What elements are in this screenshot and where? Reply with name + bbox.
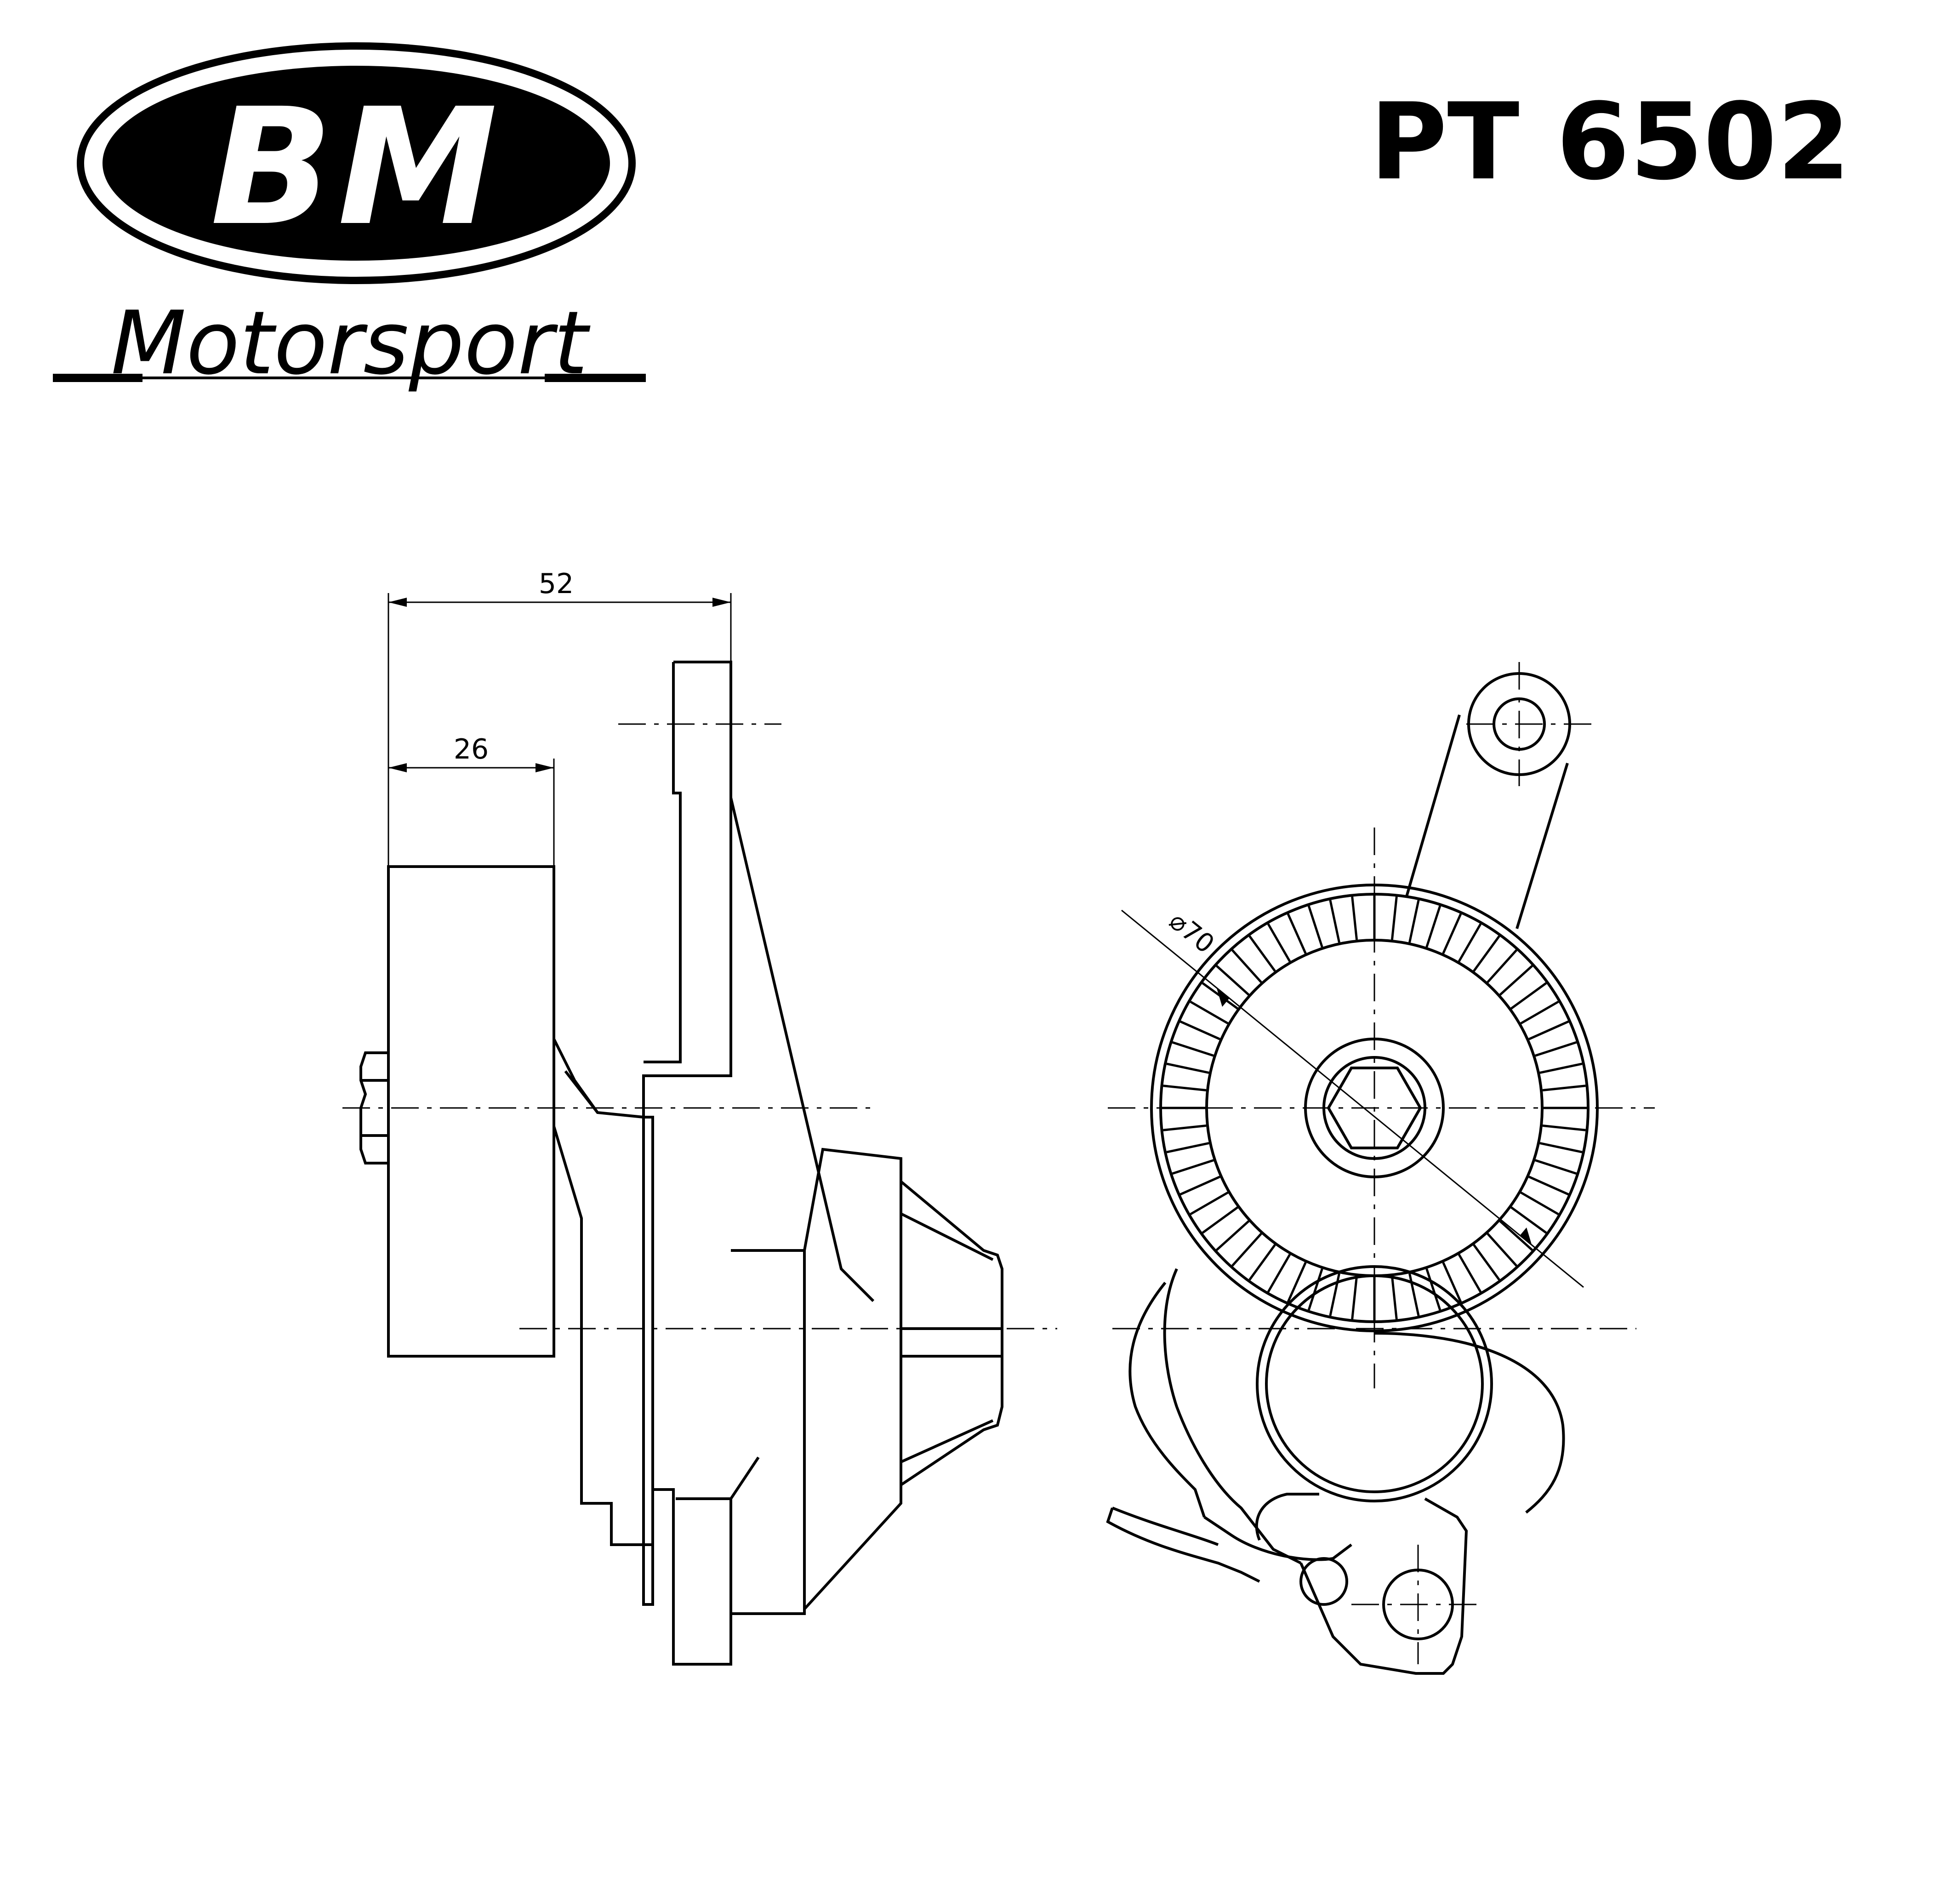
pulley-rib [1215, 1220, 1250, 1251]
pulley-rib [1539, 1062, 1583, 1074]
pulley-rib [1442, 1262, 1462, 1303]
pulley-rib [1487, 1233, 1517, 1267]
pulley-rib [1172, 1159, 1214, 1175]
pulley-rib [1542, 1085, 1586, 1092]
pulley-rib [1458, 1254, 1482, 1293]
pulley-rib [1163, 1124, 1207, 1131]
pulley-rib [1425, 905, 1442, 948]
pulley-rib [1520, 1191, 1559, 1216]
bm-motorsport-logo: BM Motorsport [53, 42, 646, 394]
pulley-rib [1267, 1254, 1291, 1293]
dimension-d70: ⌀70 [1121, 906, 1584, 1288]
pulley-rib [1510, 1206, 1547, 1234]
dimension-52: 52 [387, 568, 732, 869]
pulley-rib [1267, 923, 1291, 962]
pulley-rib [1163, 1085, 1207, 1092]
front-centerlines [1108, 662, 1655, 1664]
dimension-26: 26 [388, 733, 555, 869]
pulley-rib [1542, 1124, 1586, 1131]
pulley-rib [1231, 1233, 1262, 1267]
pulley-ribs [1162, 896, 1587, 1320]
pulley-rib [1510, 982, 1547, 1010]
pulley-rib [1287, 913, 1307, 954]
pulley-rib [1487, 949, 1517, 983]
pulley-rib [1231, 949, 1262, 983]
pulley-rib [1528, 1176, 1569, 1196]
pulley-rib [1202, 1206, 1238, 1234]
front-view: ⌀70 [1106, 662, 1655, 1675]
pulley-rib [1499, 1220, 1533, 1251]
side-centerlines [342, 723, 1057, 1330]
pulley-rib [1329, 900, 1340, 943]
pulley-rib [1351, 896, 1358, 940]
tensioner-body [553, 1038, 644, 1119]
pulley-rib [1179, 1020, 1220, 1040]
pulley-rib [1166, 1062, 1209, 1074]
pulley-rib [1166, 1142, 1209, 1153]
dimension-26-label: 26 [454, 733, 489, 765]
pulley-rib [1190, 1191, 1229, 1216]
logo-letters: BM [210, 74, 502, 261]
pulley-rib [1307, 905, 1323, 948]
upper-mount-lug [1405, 672, 1571, 929]
pulley-rib [1442, 913, 1462, 954]
pulley-rib [1528, 1020, 1569, 1040]
spring-cover [900, 1180, 1003, 1486]
pulley-rib [1390, 896, 1398, 940]
pulley-rib [1307, 1268, 1323, 1311]
pulley-rib [1499, 965, 1533, 996]
pulley-rib [1408, 1273, 1420, 1316]
side-view: 52 26 [342, 568, 1057, 1666]
pulley-rib [1215, 965, 1250, 996]
pulley-rib [1408, 900, 1420, 943]
pulley-rib [1190, 1000, 1229, 1025]
pulley-rib [1425, 1268, 1442, 1311]
dimension-52-label: 52 [539, 568, 574, 600]
pulley-side [387, 865, 555, 1358]
pulley-rib [1458, 923, 1482, 962]
pulley-rib [1329, 1273, 1340, 1316]
bolt-head-side [359, 1051, 388, 1164]
pulley-rib [1535, 1041, 1577, 1057]
pulley-rib [1473, 935, 1500, 972]
part-number: PT 6502 [1370, 81, 1851, 204]
pulley-rib [1248, 1244, 1276, 1281]
pulley-rib [1539, 1142, 1583, 1153]
pulley-rib [1535, 1159, 1577, 1175]
pulley-rib [1287, 1262, 1307, 1303]
bracket-plate [642, 661, 732, 1666]
tensioner-housing [729, 1147, 902, 1615]
pulley-rib [1172, 1041, 1214, 1057]
pulley-rib [1390, 1276, 1398, 1319]
pulley-rib [1248, 935, 1276, 972]
pulley-rib [1351, 1276, 1358, 1319]
pulley-rib [1520, 1000, 1559, 1025]
pulley-rib [1473, 1244, 1500, 1281]
pulley-rib [1179, 1176, 1220, 1196]
